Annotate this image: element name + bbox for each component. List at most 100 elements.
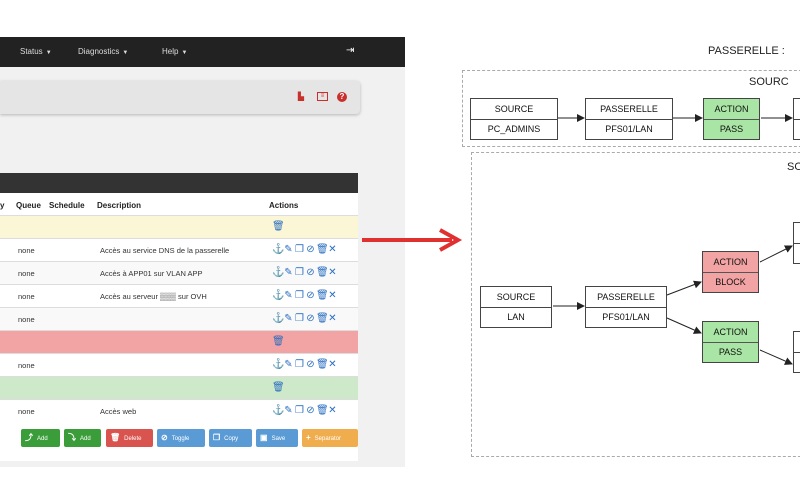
col-header-queue[interactable]: Queue (16, 201, 41, 210)
nav-help[interactable]: Help▼ (162, 47, 188, 56)
add-bottom-button[interactable]: ⤵Add (64, 429, 101, 447)
close-icon[interactable]: ✕ (328, 244, 337, 255)
toggle-button[interactable]: ⊘Toggle (157, 429, 205, 447)
trash-icon[interactable]: 🗑 (272, 336, 285, 347)
group1-label: SOURC (749, 76, 789, 88)
node-action-pass-1: ACTION PASS (703, 98, 760, 140)
edit-icon[interactable]: ✎ (284, 290, 293, 301)
disable-icon[interactable]: ⊘ (306, 405, 315, 416)
disable-icon[interactable]: ⊘ (306, 359, 315, 370)
chart-icon[interactable]: ▙ (297, 92, 305, 101)
close-icon[interactable]: ✕ (328, 290, 337, 301)
table-row[interactable]: none Accès au serveur ▒▒▒ sur OVH ⚓✎❐⊘🗑✕ (0, 284, 358, 307)
delete-button[interactable]: 🗑Delete (106, 429, 153, 447)
node-gateway-2: PASSERELLE PFS01/LAN (585, 286, 667, 328)
panel-heading (0, 173, 358, 193)
anchor-icon[interactable]: ⚓ (272, 267, 285, 278)
disable-icon[interactable]: ⊘ (306, 267, 315, 278)
save-icon: ▣ (260, 433, 268, 442)
breadcrumb-bar: ▙ ≡ ? (0, 81, 360, 114)
anchor-icon[interactable]: ⚓ (272, 313, 285, 324)
logout-icon[interactable]: ⇥ (346, 45, 355, 56)
diagram-title: PASSERELLE : (708, 45, 785, 57)
copy-button[interactable]: ❐Copy (209, 429, 252, 447)
row-actions: ⚓✎❐⊘🗑✕ (272, 405, 338, 417)
copy-icon[interactable]: ❐ (295, 405, 304, 416)
queue-cell: none (18, 269, 35, 278)
row-actions: ⚓✎❐⊘🗑✕ (272, 290, 338, 302)
anchor-icon[interactable]: ⚓ (272, 290, 285, 301)
arrow-head (439, 228, 463, 252)
disable-icon[interactable]: ⊘ (306, 290, 315, 301)
edit-icon[interactable]: ✎ (284, 244, 293, 255)
nav-diagnostics[interactable]: Diagnostics▼ (78, 47, 129, 56)
trash-icon[interactable]: 🗑 (316, 405, 329, 416)
close-icon[interactable]: ✕ (328, 313, 337, 324)
separator-row: 🗑 (0, 376, 358, 399)
queue-cell: none (18, 315, 35, 324)
disable-icon[interactable]: ⊘ (306, 313, 315, 324)
separator-button[interactable]: +Separator (302, 429, 358, 447)
anchor-icon[interactable]: ⚓ (272, 359, 285, 370)
trash-icon[interactable]: 🗑 (316, 290, 329, 301)
trash-icon[interactable]: 🗑 (272, 382, 285, 393)
disable-icon[interactable]: ⊘ (306, 244, 315, 255)
edit-icon[interactable]: ✎ (284, 267, 293, 278)
edge-gateway-pass (666, 317, 702, 334)
node-partial-2 (793, 222, 800, 264)
separator-row: 🗑 (0, 330, 358, 353)
edit-icon[interactable]: ✎ (284, 359, 293, 370)
table-row[interactable]: none ⚓✎❐⊘🗑✕ (0, 353, 358, 376)
copy-icon[interactable]: ❐ (295, 267, 304, 278)
trash-icon[interactable]: 🗑 (316, 359, 329, 370)
red-arrow-icon (362, 228, 463, 252)
col-header-schedule[interactable]: Schedule (49, 201, 85, 210)
help-icon[interactable]: ? (337, 92, 347, 102)
group-box-1 (462, 70, 800, 147)
node-source-lan: SOURCE LAN (480, 286, 552, 328)
trash-icon[interactable]: 🗑 (272, 221, 285, 232)
queue-cell: none (18, 407, 35, 416)
col-header-actions: Actions (269, 201, 299, 210)
description-cell: Accès web (100, 407, 137, 416)
trash-icon: 🗑 (110, 433, 121, 442)
plus-icon: + (306, 433, 311, 442)
node-partial-3 (793, 331, 800, 373)
table-row[interactable]: none Accès à APP01 sur VLAN APP ⚓✎❐⊘🗑✕ (0, 261, 358, 284)
col-header-gateway[interactable]: y (0, 201, 5, 210)
arrow-down-icon: ⤵ (68, 433, 76, 442)
caret-down-icon: ▼ (45, 50, 52, 56)
edit-icon[interactable]: ✎ (284, 405, 293, 416)
edit-icon[interactable]: ✎ (284, 313, 293, 324)
rules-panel: y Queue Schedule Description Actions 🗑 n… (0, 173, 358, 461)
trash-icon[interactable]: 🗑 (316, 267, 329, 278)
add-top-button[interactable]: ⤴Add (21, 429, 60, 447)
trash-icon[interactable]: 🗑 (316, 244, 329, 255)
copy-icon: ❐ (213, 433, 221, 442)
save-button[interactable]: ▣Save (256, 429, 298, 447)
anchor-icon[interactable]: ⚓ (272, 405, 285, 416)
pfsense-screenshot: Status▼ Diagnostics▼ Help▼ ⇥ ▙ ≡ ? y Que… (0, 37, 405, 467)
description-cell: Accès au serveur ▒▒▒ sur OVH (100, 292, 207, 301)
node-action-pass-2: ACTION PASS (702, 321, 759, 363)
trash-icon[interactable]: 🗑 (316, 313, 329, 324)
copy-icon[interactable]: ❐ (295, 290, 304, 301)
node-partial-1 (793, 98, 800, 140)
table-row[interactable]: none ⚓✎❐⊘🗑✕ (0, 307, 358, 330)
nav-status[interactable]: Status▼ (20, 47, 52, 56)
row-actions: ⚓✎❐⊘🗑✕ (272, 267, 338, 279)
close-icon[interactable]: ✕ (328, 405, 337, 416)
group-box-2 (471, 152, 800, 457)
edge-block-next (759, 245, 793, 263)
list-icon[interactable]: ≡ (317, 92, 328, 101)
col-header-description[interactable]: Description (97, 201, 142, 210)
close-icon[interactable]: ✕ (328, 267, 337, 278)
table-row[interactable]: none Accès au service DNS de la passerel… (0, 238, 358, 261)
copy-icon[interactable]: ❐ (295, 313, 304, 324)
anchor-icon[interactable]: ⚓ (272, 244, 285, 255)
copy-icon[interactable]: ❐ (295, 359, 304, 370)
copy-icon[interactable]: ❐ (295, 244, 304, 255)
table-row[interactable]: none Accès web ⚓✎❐⊘🗑✕ (0, 399, 358, 422)
close-icon[interactable]: ✕ (328, 359, 337, 370)
